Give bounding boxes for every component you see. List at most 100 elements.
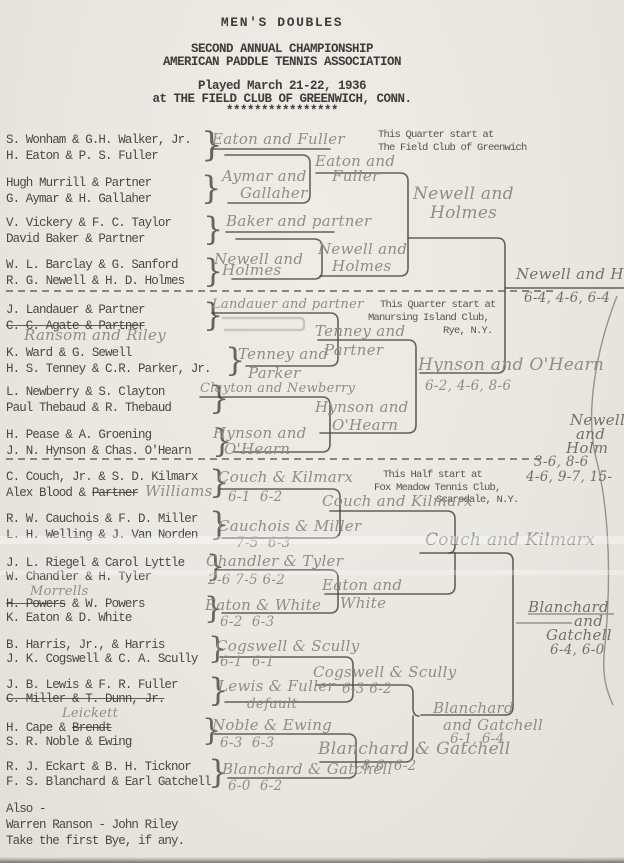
semifinal-winner: Fuller (332, 167, 380, 185)
team-line: G. Aymar & H. Gallaher (6, 192, 152, 206)
bracket-line (319, 372, 417, 434)
brace-icon: } (208, 753, 229, 791)
team-line: Hugh Murrill & Partner (6, 176, 152, 190)
half2-winner: Blanchard (528, 598, 609, 616)
round1-winner: O'Hearn (224, 440, 291, 458)
scan-streak (0, 536, 624, 544)
bracket-line (213, 733, 357, 779)
team-name: Alex Blood & (6, 486, 92, 500)
quarter-winner: Hynson and O'Hearn (418, 355, 605, 375)
semifinal-winner: Blanchard & Gatchell (318, 739, 511, 759)
scan-streak (0, 570, 624, 575)
half2-winner: and (574, 612, 604, 630)
match-score: 6-2 6-3 (220, 614, 275, 630)
round1-winner: Baker and partner (226, 212, 372, 230)
round1-winner: Gallaher (240, 184, 308, 202)
half1-score: 6-4, 4-6, 6-4 (524, 290, 611, 306)
team-line: B. Harris, Jr., & Harris (6, 638, 165, 652)
team-line: S. Wonham & G.H. Walker, Jr. (6, 133, 192, 147)
bracket-line (199, 396, 331, 453)
team-line: J. Landauer & Partner (6, 303, 146, 317)
team-line: J. L. Riegel & Carol Lyttle (6, 556, 185, 570)
team-line: J. K. Cogswell & C. A. Scully (6, 652, 198, 666)
half2-note-line: This Half start at (383, 469, 483, 481)
bracket-line (231, 238, 323, 280)
team-name-struck: Brendt (72, 721, 113, 735)
bracket-line (224, 154, 311, 204)
bracket-line (419, 552, 514, 716)
semifinal-winner: Tenney and (315, 322, 406, 340)
bracket-line (214, 569, 339, 614)
match-score: 6-1 6-2 (228, 489, 283, 505)
semifinal-winner: Newell and (318, 240, 408, 258)
match-score: 6-1, 6-4 (450, 731, 505, 747)
brace-icon: } (208, 671, 229, 709)
brace-icon: } (204, 591, 224, 626)
venue-line: at THE FIELD CLUB OF GREENWICH, CONN. (152, 92, 412, 106)
round1-winner: Lewis & Fuller (218, 677, 335, 695)
round1-winner: Noble & Ewing (212, 716, 333, 734)
semifinal-winner: Holmes (332, 257, 392, 275)
team-line: C. Couch, Jr. & S. D. Kilmarx (6, 470, 198, 484)
bracket-line (329, 510, 456, 554)
bracket-line (219, 656, 354, 703)
quarter2-note-line: This Quarter start at (380, 299, 496, 311)
team-line: S. R. Noble & Ewing (6, 735, 132, 749)
team-line: H. Cape & Brendt (6, 721, 113, 735)
brace-icon: } (203, 296, 224, 334)
quarter-winner: Newell and (413, 184, 514, 204)
team-name: & W. Powers (65, 597, 146, 611)
brace-icon: } (201, 169, 222, 207)
team-line-struck: C. C. Agate & Partner (6, 319, 146, 333)
brace-icon: } (212, 422, 233, 460)
footer-line: Take the first Bye, if any. (6, 834, 185, 848)
semifinal-winner: Cogswell & Scully (313, 663, 457, 681)
bracket-line (315, 684, 420, 717)
tournament-title: MEN'S DOUBLES (220, 15, 344, 30)
quarter2-note-line: Rye, N.Y. (443, 325, 493, 337)
match-score: 6-2, 4-6, 8-6 (425, 378, 512, 394)
half2-score: 6-4, 6-0 (550, 642, 605, 658)
half2-note-line: Scarsdale, N.Y. (436, 494, 519, 506)
team-line: H. Eaton & P. S. Fuller (6, 149, 159, 163)
quarter-winner: and Gatchell (443, 716, 544, 734)
half1-winner: Newell and Hol (516, 265, 624, 283)
round1-winner: Tenney and (238, 345, 329, 363)
final-score: 3-6, 8-6 (534, 454, 589, 470)
team-line: K. Ward & G. Sewell (6, 346, 132, 360)
round1-winner: Landauer and partner (212, 297, 364, 312)
brace-icon: } (209, 505, 230, 543)
round1-winner: Couch & Kilmarx (218, 468, 354, 486)
team-line: R. W. Cauchois & F. D. Miller (6, 512, 198, 526)
team-line: K. Eaton & D. White (6, 611, 132, 625)
team-line: Alex Blood & Partner (6, 486, 139, 500)
semifinal-winner: Eaton and (315, 152, 396, 170)
team-name: H. Cape & (6, 721, 73, 735)
round1-winner: Cogswell & Scully (216, 637, 360, 655)
team-line: J. B. Lewis & F. R. Fuller (6, 678, 179, 692)
team-line: H. Powers & W. Powers (6, 597, 146, 611)
team-line-struck: C. Miller & T. Dunn, Jr. (6, 692, 165, 706)
brace-icon: } (202, 713, 222, 748)
final-score: 4-6, 9-7, 15- (526, 469, 613, 485)
final-winner: and (576, 425, 606, 443)
brace-icon: } (209, 379, 230, 417)
team-name-struck: Partner (91, 486, 139, 500)
subtitle-line2: AMERICAN PADDLE TENNIS ASSOCIATION (162, 55, 402, 69)
quarter1-note-line: This Quarter start at (378, 129, 494, 141)
bracket-line (319, 715, 414, 763)
round1-winner: Eaton & White (205, 596, 322, 614)
round1-winner: Holmes (222, 261, 282, 279)
footer-line: Also - (6, 802, 47, 816)
bracket-line (219, 488, 341, 539)
brace-icon: } (203, 210, 224, 248)
semifinal-winner: O'Hearn (332, 416, 399, 434)
round1-winner: Chandler & Tyler (206, 552, 344, 570)
team-line: V. Vickery & F. C. Taylor (6, 216, 172, 230)
quarter-winner: Couch and Kilmarx (425, 530, 596, 550)
team-line: L. Newberry & S. Clayton (6, 385, 165, 399)
team-line: J. N. Hynson & Chas. O'Hearn (6, 444, 192, 458)
half2-note-line: Fox Meadow Tennis Club, (374, 482, 501, 494)
